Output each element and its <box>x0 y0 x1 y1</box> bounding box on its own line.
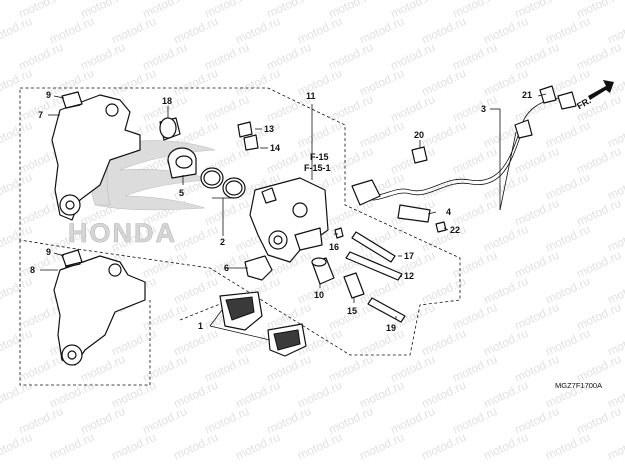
reference-f15: F-15 <box>310 152 329 162</box>
watermark-text: motod.ru <box>481 430 530 463</box>
pad-clips <box>61 91 83 267</box>
callout-21: 21 <box>522 90 532 100</box>
watermark-text: motod.ru <box>0 222 34 255</box>
watermark-text: motod.ru <box>0 14 34 47</box>
caliper-piston <box>167 147 197 179</box>
callout-18: 18 <box>162 96 172 106</box>
callout-17: 17 <box>404 251 414 261</box>
watermark-text: motod.ru <box>0 66 34 99</box>
callout-14: 14 <box>270 143 280 153</box>
callout-15: 15 <box>347 306 357 316</box>
callout-9b: 9 <box>46 247 51 257</box>
callout-20: 20 <box>414 130 424 140</box>
callout-6: 6 <box>224 263 229 273</box>
watermark-text: motod.ru <box>233 430 282 463</box>
pad-spring <box>244 255 273 281</box>
caliper-body <box>249 177 329 263</box>
watermark-text: motod.ru <box>543 430 592 463</box>
watermark-text: motod.ru <box>419 430 468 463</box>
watermark-text: motod.ru <box>171 430 220 463</box>
callout-7: 7 <box>38 110 43 120</box>
watermark-text: motod.ru <box>0 118 34 151</box>
diagram-code: MGZ7F1700A <box>555 381 602 390</box>
reference-f15-1: F-15-1 <box>304 163 331 173</box>
abs-sensor-wiring <box>351 85 577 233</box>
watermark-text: motod.ru <box>605 430 625 463</box>
piston-seals <box>200 167 246 199</box>
callout-11: 11 <box>306 91 316 101</box>
callout-9a: 9 <box>46 90 51 100</box>
callout-8: 8 <box>30 265 35 275</box>
callout-19: 19 <box>386 323 396 333</box>
callout-12: 12 <box>404 271 414 281</box>
brake-pads <box>219 291 307 357</box>
callout-labels: 1 2 3 4 5 6 7 8 9 9 10 11 12 13 14 15 16… <box>30 90 532 333</box>
watermark-text: motod.ru <box>0 430 34 463</box>
reference-labels: F-15 F-15-1 <box>304 152 331 173</box>
watermark-text: motod.ru <box>0 274 34 307</box>
bleeder-valve <box>237 121 259 151</box>
callout-2: 2 <box>220 237 225 247</box>
watermark-text: motod.ru <box>357 430 406 463</box>
watermark-text: motod.ru <box>295 430 344 463</box>
leader-lines <box>40 93 547 341</box>
watermark-text: motod.ru <box>47 430 96 463</box>
callout-22: 22 <box>450 225 460 235</box>
callout-5: 5 <box>179 188 184 198</box>
pin-boot <box>159 117 181 141</box>
callout-16: 16 <box>329 242 339 252</box>
callout-13: 13 <box>264 124 274 134</box>
brand-logo-text: HONDA <box>68 218 177 248</box>
watermark-text: motod.ru <box>0 378 34 411</box>
watermark-text: motod.ru <box>0 326 34 359</box>
watermark-text: motod.ru <box>109 430 158 463</box>
callout-3: 3 <box>481 104 486 114</box>
watermark-text: motod.ru <box>0 170 34 203</box>
callout-1: 1 <box>198 321 203 331</box>
callout-10: 10 <box>314 290 324 300</box>
callout-4: 4 <box>446 207 451 217</box>
